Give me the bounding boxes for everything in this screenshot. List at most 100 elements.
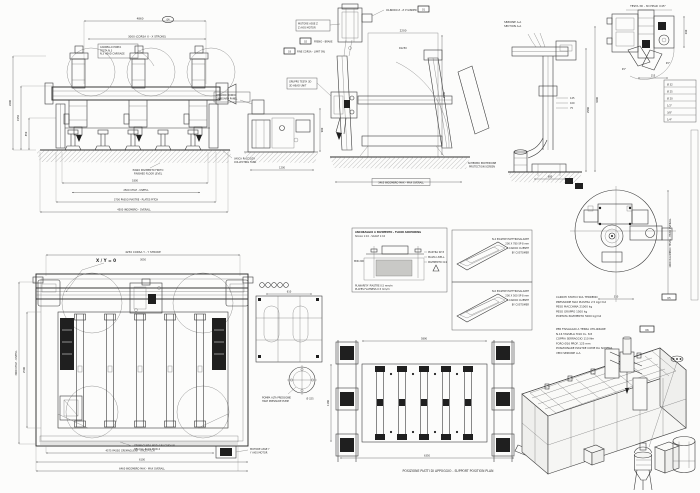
leader-label: FINE CORSA - LIMIT SW.: [297, 51, 326, 54]
leader-label: FINISHED FLOOR LEVEL: [134, 172, 163, 175]
leader-label: PIANO PAVIMENTO FINITO: [133, 169, 164, 172]
isometric-view: [514, 336, 696, 491]
dim-label: 100: [570, 102, 575, 105]
leader-label: FRENO - BRAKE: [314, 41, 333, 44]
dim-label: 1800: [132, 180, 139, 183]
utilities-table: Ø 32 Ø 25 Ø 20 1/2" 3/8" 1/4": [663, 79, 699, 301]
ground-hatch: [330, 157, 470, 169]
view-caption: POSIZIONE PIATTI DI APPOGGIO - SUPPORT P…: [403, 469, 495, 473]
dim-label: 3050: [140, 259, 147, 262]
balloon-marker: [670, 355, 684, 363]
leader-note-box: [286, 77, 318, 90]
tag-label: 06: [645, 328, 649, 332]
dim-label: 155: [651, 75, 656, 78]
cabinet-side-view: QUADRO BORDO ON-BOARD PANEL 900 1200: [213, 91, 324, 171]
ground-hatch: [508, 172, 582, 183]
dim-label: 900: [321, 127, 324, 132]
note-line: PESO GRUPPO 1500 kg: [556, 309, 587, 313]
dim-label: 4575 PASSO CREMAGLIERA - RACK PITCH: [105, 450, 154, 453]
balloon-marker: [162, 15, 174, 23]
table-plan: [57, 311, 229, 429]
datum-triangle: [432, 264, 440, 272]
note-line: CARRELLO PORTA: [100, 46, 121, 49]
ground-hatch: [244, 152, 318, 163]
leader-label: CREMAGLIERA MOD.4 ELICOIDALE: [134, 445, 175, 448]
note-line: MOTORE ASSE Z: [298, 23, 318, 26]
note-line: N.4 PIASTRE ELETTROSALDATE: [492, 238, 530, 241]
foundation-hatch: [363, 257, 425, 281]
side-elevation-view: 2200 2600 R1250 GRUPPO TESTA 3D 3D HEAD …: [286, 29, 497, 186]
right-wall: [659, 347, 687, 429]
dim-label: 1950: [17, 114, 20, 121]
dim-label: 680: [548, 176, 553, 179]
note-line: 3D HEAD UNIT: [289, 84, 307, 87]
gantry-beam: [51, 86, 221, 101]
leader-label: HELICAL RACK MOD.4: [134, 448, 160, 451]
machine-plan-view: 4250 CORSA Y - Y STROKE 3050 X / Y = 0 C…: [15, 250, 270, 472]
leader-label: HIGH PRESSURE PUMP: [262, 400, 289, 403]
table-slat: [74, 313, 86, 428]
note-line: A CARICO CLIENTE: [507, 299, 530, 302]
dim-label: 2980: [587, 106, 590, 113]
note-line: PLATES FLATNESS 0.5 mm/m: [355, 288, 390, 291]
note-line: BY CUSTOMER: [512, 304, 530, 307]
dim-label: 3000 UTILE - USEFUL: [15, 350, 18, 376]
front-elevation-view: 4860 04 3000 (CORSA X - X STROKE) CARREL…: [9, 15, 257, 213]
item-tag: [299, 37, 312, 45]
dim-label: 3465 INGOMBRO MAX - MAX OVERALL: [378, 181, 424, 184]
bridge-leg-front: [632, 377, 648, 411]
support-position-plan: 5890 6350 1180 POSIZIONE PIATTI DI APPOG…: [327, 338, 515, 473]
leader-label: MOTORE ASSE Y: [250, 448, 270, 451]
table-slat: [164, 313, 176, 428]
cutting-head: [123, 45, 176, 143]
table-cell: 1/4": [667, 119, 672, 122]
notes-block: CARICHI STATICI SUL TERRENO 05 PRESSIONE…: [556, 293, 677, 355]
note-line: PORTATA PAVIMENTO 5000 kg/m2: [556, 314, 601, 318]
dim-label: 1200: [279, 167, 286, 170]
table-slat: [134, 313, 146, 428]
note-line: PESO MACCHINA 21000 kg: [556, 305, 592, 309]
tag-label: 05: [667, 296, 671, 300]
note-line: GRUPPO TESTA 3D: [289, 81, 311, 84]
anchoring-detail-box: ANCORAGGIO A PAVIMENTO - FLOOR ANCHORING…: [351, 227, 448, 293]
tag-label: 03: [288, 51, 292, 54]
carriage-plan: [129, 282, 163, 314]
dim-label: 75: [570, 107, 574, 110]
table-slat: [104, 313, 116, 428]
z-cylinder-detail: CILINDRO Z - Z CYLINDER 01 MOTORE ASSE Z…: [283, 3, 430, 55]
leader-label: PIASTRA SP 8: [428, 251, 444, 254]
table-slat: [194, 313, 206, 428]
leader-note-box: [213, 91, 251, 103]
note-line: A CARICO CLIENTE: [507, 247, 530, 250]
ground-hatch: [36, 150, 232, 163]
angle-label: 45°: [622, 68, 626, 71]
balloon-label: 04: [166, 19, 170, 22]
note-line: ON-BOARD PANEL: [216, 98, 238, 101]
dim-label: 850: [25, 131, 28, 136]
dim-label: 2600: [443, 91, 446, 98]
leader-label: CILINDRO Z - Z CYLINDER: [386, 9, 417, 12]
item-tag: [283, 47, 296, 55]
dim-label: 6100: [139, 459, 146, 462]
note-line: TESTA N.3: [100, 49, 113, 52]
head-plan-detail: 1000 INGOMBRO TESTA - HEAD OVERALL 310: [565, 178, 676, 302]
table-cell: 1/2": [667, 105, 672, 108]
plate-iso: [456, 293, 509, 323]
dim-label: 5890: [421, 338, 428, 341]
rack-left: [60, 318, 74, 370]
note-line: Z AXIS MOTOR: [298, 26, 316, 29]
box-subtitle: SCALA 1:10 - SCALE 1:10: [355, 235, 386, 238]
section-column-view: SEZIONE A-A SECTION A-A 125 100 75 2980 …: [504, 20, 599, 183]
view-title: SECTION A-A: [504, 24, 521, 28]
note-line: POSIZIONARE PIASTRE COME DA SCHEMA: [556, 346, 612, 350]
cyclone-cone: [633, 469, 653, 481]
leader-note-box: [295, 19, 331, 32]
foundation-strip: [374, 365, 386, 441]
note-line: 200 X 780 SP 8 mm: [505, 243, 529, 246]
radius-label: R1250: [399, 47, 407, 50]
leader-label: VASCA RACCOLTA: [234, 158, 255, 161]
table-cell: 3/8": [667, 112, 672, 115]
note-line: PRESSIONE MAX PIASTRA 2.5 kg/cm2: [556, 300, 606, 304]
bridge-carriage: [619, 351, 635, 373]
view-title: TESTA 3D - 3D HEAD ±45°: [629, 4, 666, 8]
